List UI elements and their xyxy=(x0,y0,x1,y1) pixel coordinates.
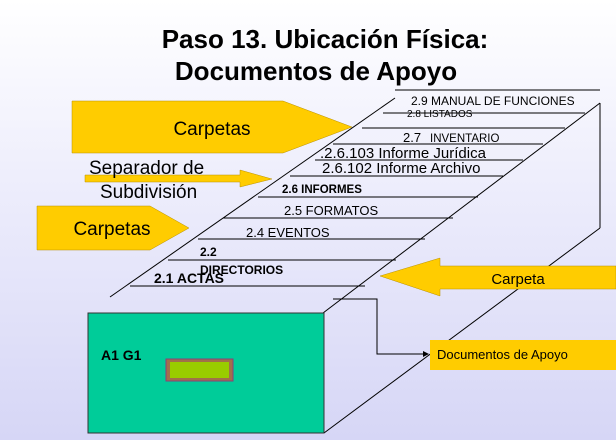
shelf-structure xyxy=(109,89,601,434)
title-line2: Documentos de Apoyo xyxy=(175,56,457,86)
shelf-label-2-2-num: 2.2 xyxy=(200,245,217,259)
shelf-label-2-7-num: 2.7 xyxy=(403,130,421,145)
shelf-label-2-6-102: 2.6.102 Informe Archivo xyxy=(322,160,480,177)
carpeta-right-arrow: Carpeta xyxy=(379,257,616,297)
shelf-label-2-1: 2.1 ACTAS xyxy=(154,270,224,286)
shelf-label-2-4: 2.4 EVENTOS xyxy=(246,225,330,240)
separador-label-2: Subdivisión xyxy=(100,182,197,203)
carpetas-top-label: Carpetas xyxy=(173,119,250,140)
connector-arrow xyxy=(333,298,429,357)
carpetas-top-arrow: Carpetas xyxy=(71,100,353,154)
separador-arrow: Separador de Subdivisión xyxy=(84,158,273,203)
cabinet-drawer: A1 G1 xyxy=(87,312,325,434)
documentos-apoyo-callout: Documentos de Apoyo xyxy=(430,340,616,370)
carpetas-left-arrow: Carpetas xyxy=(36,205,190,251)
callout-label: Documentos de Apoyo xyxy=(437,347,568,362)
shelf-label-2-6: 2.6 INFORMES xyxy=(282,184,362,196)
carpeta-right-label: Carpeta xyxy=(491,271,545,288)
shelf-label-2-9: 2.9 MANUAL DE FUNCIONES xyxy=(411,94,575,108)
shelf-label-2-5: 2.5 FORMATOS xyxy=(284,203,378,218)
shelf-label-2-2: DIRECTORIOS xyxy=(200,263,283,277)
title-line1: Paso 13. Ubicación Física: xyxy=(162,24,489,54)
shelf-label-2-6-103: .2.6.103 Informe Jurídica xyxy=(320,145,487,162)
shelf-label-2-8: 2.8 LISTADOS xyxy=(407,109,473,120)
separador-label-1: Separador de xyxy=(89,158,204,179)
carpetas-left-label: Carpetas xyxy=(73,219,150,240)
shelf-label-2-7: INVENTARIO xyxy=(430,133,499,145)
cabinet-label: A1 G1 xyxy=(101,347,142,363)
